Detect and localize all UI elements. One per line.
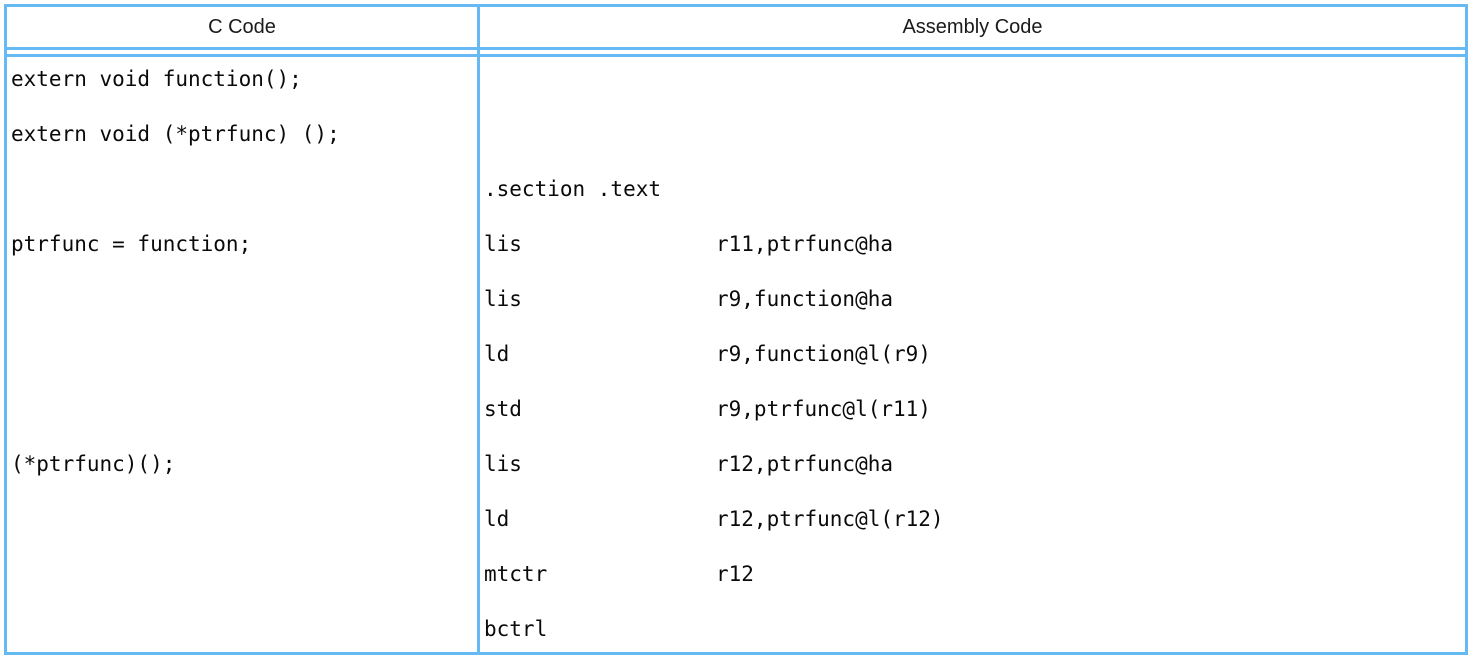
asm-operands: r9,ptrfunc@l(r11) xyxy=(716,397,931,421)
asm-line: std r9,ptrfunc@l(r11) xyxy=(484,382,1465,437)
c-code-line xyxy=(11,602,477,652)
asm-mnemonic: ld xyxy=(484,507,510,531)
c-code-line xyxy=(11,382,477,437)
asm-line: lis r12,ptrfunc@ha xyxy=(484,437,1465,492)
asm-line: ld r12,ptrfunc@l(r12) xyxy=(484,492,1465,547)
asm-line xyxy=(484,57,1465,107)
asm-mnemonic: std xyxy=(484,397,522,421)
c-code-column: extern void function(); extern void (*pt… xyxy=(7,57,480,652)
asm-mnemonic: lis xyxy=(484,232,522,256)
c-code-lines: extern void function(); extern void (*pt… xyxy=(11,57,477,652)
c-code-line: extern void function(); xyxy=(11,67,302,91)
asm-mnemonic: mtctr xyxy=(484,562,548,586)
c-code-line xyxy=(11,492,477,547)
asm-line: .section .text xyxy=(484,162,1465,217)
code-comparison-table: C Code Assembly Code extern void functio… xyxy=(4,4,1468,655)
asm-line: mtctr r12 xyxy=(484,547,1465,602)
asm-operands: r12,ptrfunc@ha xyxy=(716,452,894,476)
asm-line: bctrl xyxy=(484,602,1465,652)
table-header-row: C Code Assembly Code xyxy=(7,7,1465,50)
asm-line: lis r11,ptrfunc@ha xyxy=(484,217,1465,272)
divider-gap-left xyxy=(7,50,480,54)
asm-operands: r11,ptrfunc@ha xyxy=(716,232,894,256)
divider-gap-right xyxy=(480,50,1465,54)
header-cell-assembly-code: Assembly Code xyxy=(480,7,1465,47)
asm-operands: r9,function@ha xyxy=(716,287,894,311)
assembly-code-lines: .section .text lis r11,ptrfunc@ha lis r9,f… xyxy=(484,57,1465,652)
header-label-assembly-code: Assembly Code xyxy=(902,15,1043,38)
c-code-line xyxy=(11,547,477,602)
asm-line: lis r9,function@ha xyxy=(484,272,1465,327)
assembly-code-column: .section .text lis r11,ptrfunc@ha lis r9,f… xyxy=(480,57,1465,652)
header-label-c-code: C Code xyxy=(208,15,276,38)
asm-line xyxy=(484,107,1465,162)
c-code-line: extern void (*ptrfunc) (); xyxy=(11,122,340,146)
asm-mnemonic: ld xyxy=(484,342,510,366)
asm-mnemonic: lis xyxy=(484,452,522,476)
asm-mnemonic: .section .text xyxy=(484,177,662,201)
c-code-line: (*ptrfunc)(); xyxy=(11,452,176,476)
c-code-line xyxy=(11,162,477,217)
c-code-line xyxy=(11,272,477,327)
asm-operands: r12,ptrfunc@l(r12) xyxy=(716,507,944,531)
asm-line: ld r9,function@l(r9) xyxy=(484,327,1465,382)
header-body-divider-gap xyxy=(7,50,1465,54)
asm-operands: r12 xyxy=(716,562,754,586)
c-code-line: ptrfunc = function; xyxy=(11,232,252,256)
c-code-line xyxy=(11,327,477,382)
header-cell-c-code: C Code xyxy=(7,7,480,47)
asm-mnemonic: lis xyxy=(484,287,522,311)
asm-operands: r9,function@l(r9) xyxy=(716,342,931,366)
asm-mnemonic: bctrl xyxy=(484,617,548,641)
table-body-row: extern void function(); extern void (*pt… xyxy=(7,54,1465,652)
